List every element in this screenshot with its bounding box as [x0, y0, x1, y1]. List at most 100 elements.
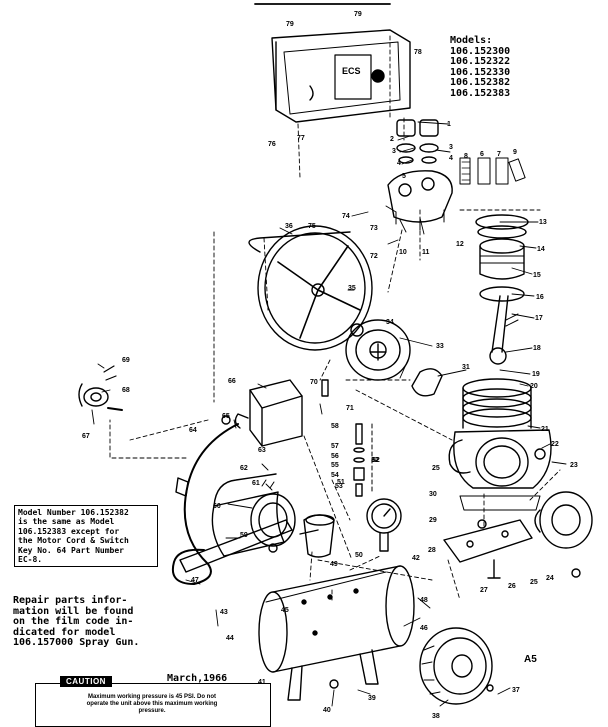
callout-59: 59 [240, 532, 248, 539]
base-plate [443, 519, 533, 579]
callout-37: 37 [512, 687, 520, 694]
fittings-column [321, 379, 373, 497]
callout-66: 66 [228, 378, 236, 385]
callout-49: 49 [330, 561, 338, 568]
belt-guard-panel: ECS [271, 29, 411, 123]
note-line: the Motor Cord & Switch [18, 536, 129, 546]
note-line: Repair parts infor- [13, 595, 128, 606]
plug [175, 477, 189, 497]
model-note-box: Model Number 106.152382 is the same as M… [14, 505, 158, 568]
callout-72: 72 [370, 253, 378, 260]
callout-36: 36 [285, 223, 293, 230]
callout-62: 62 [240, 465, 248, 472]
caution-text: Maximum working pressure is 45 PSI. Do n… [39, 694, 265, 715]
note-line: dicated for model [13, 626, 116, 638]
callout-79: 79 [286, 21, 294, 28]
callout-23: 23 [570, 462, 578, 469]
flywheel [248, 225, 373, 351]
callout-78: 78 [414, 49, 422, 56]
note-line: Key No. 64 Part Number [18, 545, 124, 555]
callout-20: 20 [530, 383, 538, 390]
model-number: 106.152330 [450, 66, 511, 78]
callout-10: 10 [399, 249, 407, 256]
callout-numbers: 1 2 3 3 4 4 5 6 7 8 9 10 11 12 13 14 15 … [82, 11, 578, 720]
wheel [419, 627, 494, 705]
callout-34: 34 [386, 319, 394, 326]
caution-line: Maximum working pressure is 45 PSI. Do n… [87, 694, 217, 700]
callout-12: 12 [456, 241, 464, 248]
callout-46: 46 [420, 625, 428, 632]
callout-74: 74 [342, 213, 350, 220]
air-tank [258, 565, 415, 701]
callout-67: 67 [82, 433, 90, 440]
callout-22: 22 [551, 441, 559, 448]
callout-16: 16 [536, 294, 544, 301]
callout-61: 61 [252, 480, 260, 487]
callout-leaders [91, 121, 567, 707]
callout-4: 4 [397, 160, 401, 167]
callout-75: 75 [308, 223, 316, 230]
caution-line: operate the unit above this maximum work… [86, 701, 218, 707]
callout-48: 48 [420, 597, 428, 604]
leader-lines [109, 35, 561, 601]
callout-21: 21 [541, 426, 549, 433]
caution-label: CAUTION [60, 676, 112, 687]
callout-60: 60 [213, 503, 221, 510]
callout-43: 43 [220, 609, 228, 616]
callout-76: 76 [268, 141, 276, 148]
callout-4b: 4 [449, 155, 453, 162]
callout-33: 33 [436, 343, 444, 350]
note-line: mation will be found [13, 605, 134, 617]
callout-31: 31 [462, 364, 470, 371]
callout-5: 5 [402, 173, 406, 180]
callout-52: 52 [372, 457, 380, 464]
callout-71: 71 [346, 405, 354, 412]
callout-6: 6 [480, 151, 484, 158]
crankcase-body [448, 378, 552, 511]
caution-date: March,1966 [167, 673, 228, 684]
callout-24: 24 [546, 575, 554, 582]
model-number: 106.152382 [450, 77, 511, 88]
callout-3b: 3 [449, 144, 453, 151]
callout-18: 18 [533, 345, 541, 352]
callout-26: 26 [508, 583, 516, 590]
piston-assembly [475, 214, 529, 365]
note-line: EC-8. [18, 555, 43, 565]
callout-41: 41 [258, 679, 266, 686]
callout-30: 30 [429, 491, 437, 498]
callout-25: 25 [432, 465, 440, 472]
bearing-cover [534, 491, 593, 578]
note-line: on the film code in- [13, 616, 134, 628]
callout-79b: 79 [354, 11, 362, 18]
model-number: 106.152322 [450, 56, 511, 67]
callout-45: 45 [281, 607, 289, 614]
callout-19: 19 [532, 371, 540, 378]
callout-28: 28 [428, 547, 436, 554]
callout-44: 44 [226, 635, 234, 642]
film-code: A5 [524, 654, 537, 665]
callout-57: 57 [331, 443, 339, 450]
callout-27: 27 [480, 587, 488, 594]
callout-13: 13 [539, 219, 547, 226]
callout-53: 53 [335, 483, 343, 490]
callout-1: 1 [447, 121, 451, 128]
note-line: is the same as Model [18, 517, 115, 527]
callout-32: 32 [371, 457, 379, 464]
spray-gun-hook [78, 365, 123, 411]
callout-38: 38 [432, 713, 440, 720]
repair-parts-note: Repair parts infor- mation will be found… [13, 595, 223, 649]
callout-68: 68 [122, 387, 130, 394]
callout-77: 77 [297, 135, 305, 142]
callout-51: 51 [337, 479, 345, 486]
callout-70: 70 [310, 379, 318, 386]
callout-8: 8 [464, 153, 468, 160]
callout-3: 3 [392, 148, 396, 155]
callout-11: 11 [422, 249, 430, 256]
pressure-gauge [366, 498, 402, 552]
callout-58: 58 [331, 423, 339, 430]
callout-69: 69 [122, 357, 130, 364]
callout-29: 29 [429, 517, 437, 524]
models-list: Models: 106.152300 106.152322 106.152330… [450, 35, 511, 99]
callout-55: 55 [331, 462, 339, 469]
